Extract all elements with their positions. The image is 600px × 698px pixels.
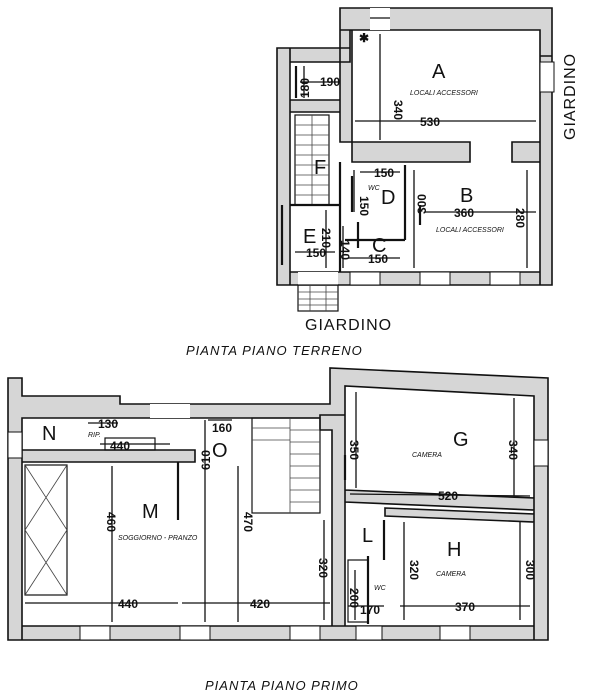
dim-280: 280 <box>513 208 527 228</box>
dim-340: 340 <box>391 100 405 120</box>
room-e-letter: E <box>303 226 316 248</box>
ff-window-s3 <box>289 625 321 641</box>
room-a-letter: A <box>432 61 446 83</box>
room-d-desc: WC <box>368 185 381 192</box>
ff-window-west <box>7 431 23 459</box>
dim-150a: 150 <box>374 166 394 180</box>
ground-floor-walls <box>276 7 553 286</box>
room-n-desc: RIP. <box>88 432 101 439</box>
dim-350: 350 <box>347 440 361 460</box>
room-c-letter: C <box>372 235 386 257</box>
room-i-letter: I <box>366 567 370 583</box>
room-h-desc: CAMERA <box>436 571 466 578</box>
room-g-letter: G <box>453 429 469 451</box>
dim-440b: 440 <box>118 597 138 611</box>
ground-floor-title: PIANTA PIANO TERRENO <box>186 343 363 358</box>
dim-line-520 <box>349 493 531 497</box>
first-floor-walls <box>7 367 549 641</box>
room-n-letter: N <box>42 423 56 445</box>
room-f-letter: F <box>314 157 326 179</box>
ff-window-n <box>150 404 190 418</box>
dim-150d: 150 <box>368 252 388 266</box>
ff-window-s4 <box>355 625 383 641</box>
dim-160: 160 <box>212 421 232 435</box>
ff-window-s2 <box>179 625 211 641</box>
dim-170: 170 <box>360 603 380 617</box>
staircase-f <box>294 114 330 206</box>
room-m-letter: M <box>142 501 159 523</box>
ground-floor-plan: ✱ A LOCALI ACCESSORI B LOCALI ACCESSORI … <box>186 7 579 358</box>
room-o-letter: O <box>212 440 228 462</box>
dim-530: 530 <box>420 115 440 129</box>
dim-370: 370 <box>455 600 475 614</box>
dim-360: 360 <box>454 206 474 220</box>
room-l-letter: L <box>362 525 373 547</box>
room-g-desc: CAMERA <box>412 452 442 459</box>
window-south-b2 <box>489 271 521 286</box>
room-b-letter: B <box>460 185 473 207</box>
dim-460: 460 <box>104 512 118 532</box>
room-h-letter: H <box>447 539 461 561</box>
dim-130: 130 <box>98 417 118 431</box>
room-a-desc: LOCALI ACCESSORI <box>410 90 478 97</box>
dim-140: 140 <box>338 240 352 260</box>
room-d-letter: D <box>381 187 395 209</box>
first-floor-title: PIANTA PIANO PRIMO <box>205 678 359 693</box>
entrance-steps <box>297 284 339 312</box>
dim-180: 180 <box>298 78 312 98</box>
ff-window-east <box>533 439 549 467</box>
fireplace <box>24 464 68 596</box>
dim-610: 610 <box>199 450 213 470</box>
dim-200: 200 <box>347 588 361 608</box>
dim-150b: 150 <box>357 196 371 216</box>
dim-300: 300 <box>523 560 537 580</box>
garden-south-label: GIARDINO <box>305 317 392 334</box>
ff-window-s5 <box>439 625 471 641</box>
dim-470: 470 <box>241 512 255 532</box>
dim-210: 210 <box>319 228 333 248</box>
dim-300: 300 <box>415 194 429 214</box>
window-south-b <box>419 271 451 286</box>
ff-window-s1 <box>79 625 111 641</box>
dim-150c: 150 <box>306 246 326 260</box>
room-i-desc: WC <box>374 585 387 592</box>
garden-east-label: GIARDINO <box>562 53 579 140</box>
door-south-c <box>349 271 381 286</box>
window-north <box>370 8 390 30</box>
first-floor-plan: G CAMERA H CAMERA I WC L M SOGGIORNO - P… <box>7 367 549 693</box>
dim-320b: 320 <box>407 560 421 580</box>
window-east <box>539 61 555 93</box>
dim-320a: 320 <box>316 558 330 578</box>
dim-440a: 440 <box>110 439 130 453</box>
north-mark: ✱ <box>359 31 369 45</box>
dim-520: 520 <box>438 489 458 503</box>
dim-190: 190 <box>320 75 340 89</box>
room-b-desc: LOCALI ACCESSORI <box>436 227 504 234</box>
dim-420: 420 <box>250 597 270 611</box>
staircase-l <box>251 417 321 514</box>
room-m-desc: SOGGIORNO - PRANZO <box>118 535 198 542</box>
entrance-gap <box>298 272 338 285</box>
dim-340: 340 <box>506 440 520 460</box>
